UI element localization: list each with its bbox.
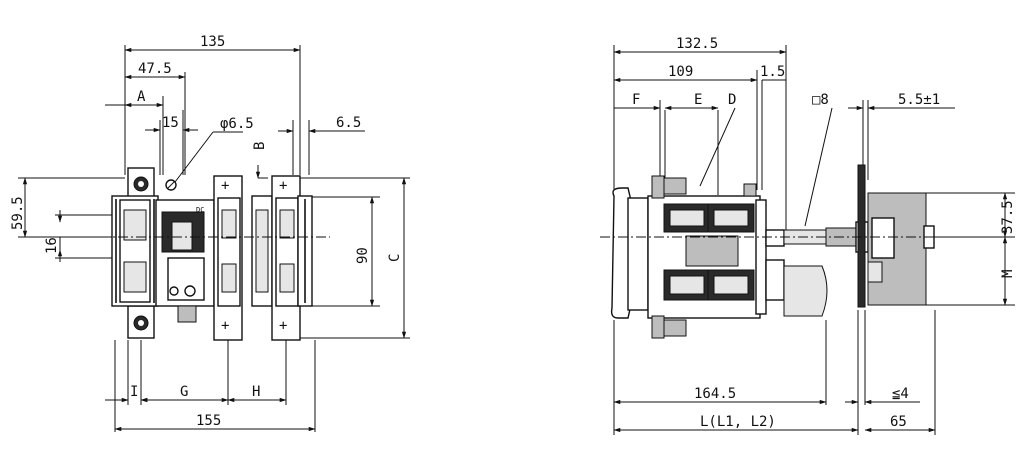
dim-f: F: [632, 92, 640, 108]
dim-h: H: [252, 384, 260, 400]
dim-155: 155: [196, 413, 221, 429]
dim-15: 15: [162, 115, 179, 131]
dim-a: A: [137, 89, 146, 105]
dim-g: G: [180, 384, 188, 400]
dim-65: 65: [890, 414, 907, 430]
dim-1-5: 1.5: [760, 64, 785, 80]
dim-d: D: [728, 92, 736, 108]
dim-i: I: [130, 384, 138, 400]
dim-109: 109: [668, 64, 693, 80]
breaker-label: DC: [196, 206, 204, 214]
dim-6-5: 6.5: [336, 115, 361, 131]
plus-mark: +: [221, 318, 229, 334]
dim-m: M: [1000, 270, 1016, 278]
dim-135: 135: [200, 34, 225, 50]
dim-le-4: ≦4: [892, 386, 909, 402]
dim-132-5: 132.5: [676, 36, 718, 52]
dim-59-5: 59.5: [10, 196, 26, 230]
dim-164-5: 164.5: [694, 386, 736, 402]
dim-hole: φ6.5: [220, 116, 254, 132]
plus-mark: +: [279, 178, 287, 194]
dim-b: B: [252, 142, 268, 150]
dim-16: 16: [44, 237, 60, 254]
dim-90: 90: [355, 247, 371, 264]
dim-c: C: [387, 254, 403, 262]
dim-gap: 5.5±1: [898, 92, 940, 108]
front-view: 135 47.5 A 15 φ6.5 6.5 B 59.5 16: [10, 34, 410, 432]
dim-e: E: [694, 92, 702, 108]
plus-mark: +: [221, 178, 229, 194]
dim-47-5: 47.5: [138, 61, 172, 77]
side-view: 132.5 109 1.5 F E D □8 5.5±1 37.5 M: [600, 36, 1016, 435]
dim-37-5: 37.5: [1000, 200, 1016, 234]
plus-mark: +: [279, 318, 287, 334]
dim-l-total: L(L1, L2): [700, 414, 776, 430]
dim-shaft: □8: [812, 92, 829, 108]
